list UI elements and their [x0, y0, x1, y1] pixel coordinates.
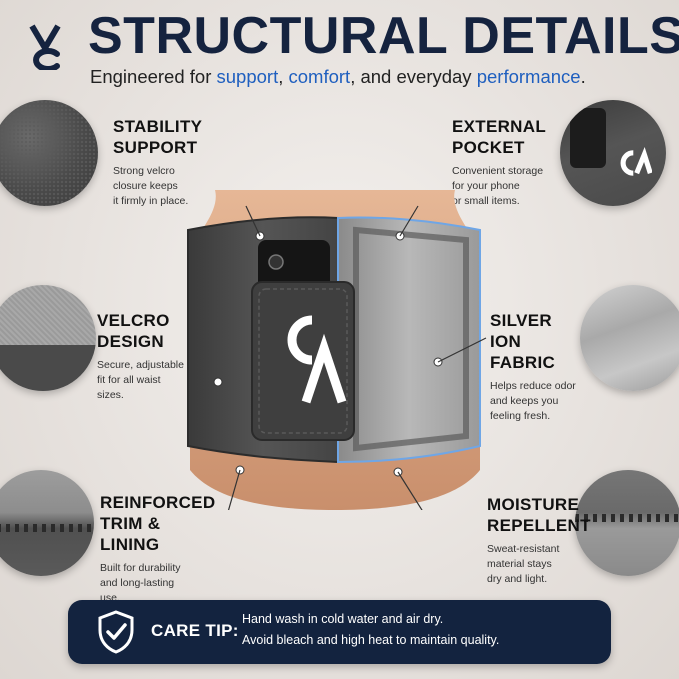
- feature-description: Strong velcro closure keeps it firmly in p…: [113, 164, 223, 209]
- subtitle-text: , and everyday: [350, 66, 477, 87]
- leader-line: [437, 337, 487, 363]
- leader-line: [399, 205, 419, 237]
- leader-line: [397, 471, 423, 510]
- feature-desc-line: material stays: [487, 558, 552, 570]
- ca-logo-icon: [29, 24, 61, 70]
- feature-moisture-repellent: MOISTURE REPELLENT Sweat-resistant materia…: [487, 494, 590, 587]
- velcro-swatch: [0, 285, 96, 391]
- feature-desc-line: Strong velcro: [113, 165, 175, 177]
- phone-image: [570, 108, 606, 168]
- feature-title-line: VELCRO: [97, 311, 170, 330]
- feature-desc-line: closure keeps: [113, 180, 178, 192]
- feature-silver-ion: SILVER ION FABRIC Helps reduce odor and ke…: [490, 310, 580, 424]
- shield-check-icon: [98, 610, 134, 654]
- leader-line: [227, 469, 241, 510]
- pocket-stitching: [258, 288, 348, 434]
- subtitle-text: .: [580, 66, 586, 87]
- feature-stability: STABILITY SUPPORT Strong velcro closure ke…: [113, 116, 223, 209]
- feature-title-line: REPELLENT: [487, 516, 591, 535]
- page-title: STRUCTURAL DETAILS: [88, 7, 679, 65]
- feature-description: Helps reduce odor and keeps you feeling fr…: [490, 379, 580, 424]
- feature-description: Convenient storage for your phone or small…: [452, 164, 562, 209]
- feature-title: EXTERNAL POCKET: [452, 116, 562, 158]
- leader-line: [245, 205, 261, 237]
- feature-title-line: POCKET: [452, 138, 525, 157]
- feature-desc-line: Convenient storage: [452, 165, 544, 177]
- feature-title-line: REINFORCED: [100, 493, 216, 512]
- feature-reinforced-trim: REINFORCED TRIM & LINING Built for durabi…: [100, 492, 220, 606]
- feature-desc-line: sizes.: [97, 389, 124, 401]
- pocket-phone-swatch: [560, 100, 666, 206]
- feature-title-line: FABRIC: [490, 353, 556, 372]
- feature-desc-line: Helps reduce odor: [490, 380, 576, 392]
- feature-velcro: VELCRO DESIGN Secure, adjustable fit for a…: [97, 310, 207, 403]
- ca-logo-icon: [301, 333, 347, 404]
- subtitle-accent-comfort: comfort: [288, 66, 351, 87]
- belt-lining-border: [353, 226, 469, 452]
- feature-desc-line: and keeps you: [490, 395, 559, 407]
- care-tip-line: Avoid bleach and high heat to maintain q…: [242, 633, 500, 647]
- feature-desc-line: and long-lasting: [100, 577, 175, 589]
- page-subtitle: Engineered for support, comfort, and eve…: [90, 66, 586, 88]
- subtitle-accent-support: support: [216, 66, 279, 87]
- belt-silver-lining: [337, 216, 481, 464]
- stability-fabric-swatch: [0, 100, 98, 206]
- subtitle-text: ,: [278, 66, 289, 87]
- feature-desc-line: Secure, adjustable: [97, 359, 184, 371]
- feature-desc-line: for your phone: [452, 180, 520, 192]
- waist-belt-illustration: [187, 190, 487, 510]
- feature-title: SILVER ION FABRIC: [490, 310, 580, 373]
- feature-description: Sweat-resistant material stays dry and lig…: [487, 542, 577, 587]
- ca-logo-icon: [287, 315, 313, 365]
- feature-title-line: TRIM & LINING: [100, 514, 161, 554]
- feature-title-line: SUPPORT: [113, 138, 198, 157]
- ca-logo-icon: [620, 147, 652, 176]
- care-tip-line: Hand wash in cold water and air dry.: [242, 612, 444, 626]
- feature-title: STABILITY SUPPORT: [113, 116, 223, 158]
- stitch-line: [0, 347, 96, 355]
- callout-dot: [213, 377, 223, 387]
- subtitle-text: Engineered for: [90, 66, 217, 87]
- feature-title-line: MOISTURE: [487, 495, 580, 514]
- feature-pocket: EXTERNAL POCKET Convenient storage for you…: [452, 116, 562, 209]
- stitch-line: [575, 514, 679, 522]
- feature-title-line: SILVER ION: [490, 311, 552, 351]
- feature-title: REINFORCED TRIM & LINING: [100, 492, 220, 555]
- feature-desc-line: feeling fresh.: [490, 410, 551, 422]
- feature-desc-line: dry and light.: [487, 573, 548, 585]
- care-tip-label: CARE TIP:: [151, 621, 239, 640]
- feature-desc-line: fit for all waist: [97, 374, 161, 386]
- feature-description: Secure, adjustable fit for all waist sizes…: [97, 358, 207, 403]
- subtitle-accent-performance: performance: [476, 66, 581, 87]
- feature-title: MOISTURE REPELLENT: [487, 494, 590, 536]
- feature-desc-line: Built for durability: [100, 562, 181, 574]
- feature-desc-line: or small items.: [452, 195, 520, 207]
- phone-camera: [268, 254, 284, 270]
- moisture-swatch: [575, 470, 679, 576]
- feature-desc-line: Sweat-resistant: [487, 543, 560, 555]
- feature-title-line: DESIGN: [97, 332, 164, 351]
- silver-fabric-swatch: [580, 285, 679, 391]
- stitch-line: [0, 524, 94, 532]
- trim-swatch: [0, 470, 94, 576]
- feature-title-line: STABILITY: [113, 117, 203, 136]
- feature-title: VELCRO DESIGN: [97, 310, 207, 352]
- feature-title-line: EXTERNAL: [452, 117, 547, 136]
- feature-desc-line: it firmly in place.: [113, 195, 189, 207]
- care-tip-banner: CARE TIP: Hand wash in cold water and ai…: [68, 600, 611, 664]
